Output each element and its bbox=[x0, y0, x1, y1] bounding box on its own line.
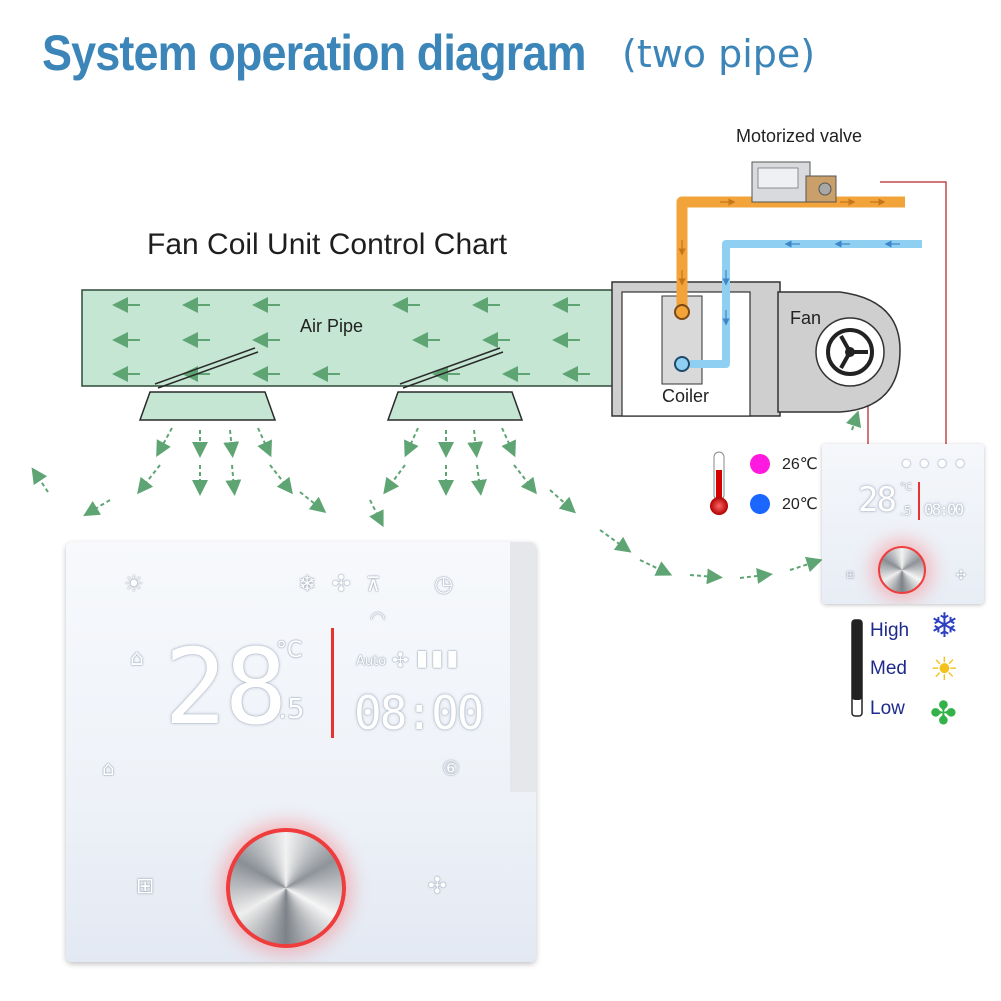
page-title: System operation diagram (two pipe) bbox=[42, 25, 815, 81]
air-pipe-label: Air Pipe bbox=[300, 316, 364, 336]
number-six-icon[interactable]: ⑥ bbox=[442, 756, 460, 780]
snowflake-icon: ❄ bbox=[930, 606, 959, 646]
home-icon[interactable]: ⌂ bbox=[130, 646, 144, 671]
dot-indicators-icon: ● ● ● ● bbox=[902, 458, 968, 469]
fan-speed-bar-icon bbox=[851, 619, 863, 717]
air-pipe bbox=[81, 289, 619, 387]
speed-high-label: High bbox=[870, 620, 910, 641]
temp-unit: °C bbox=[276, 638, 303, 663]
small-menu-icon[interactable]: ⊞ bbox=[846, 570, 855, 581]
thermostat-small: ● ● ● ● 28 °C .5 08:00 ⊞ ✣ bbox=[822, 444, 984, 604]
small-divider bbox=[918, 482, 920, 520]
speed-low-label: Low bbox=[870, 698, 905, 719]
fan-blade-icon: ✤ bbox=[930, 694, 957, 732]
cold-pipe-outlet bbox=[674, 356, 690, 372]
thermostat-main: ☀ ❄ ✣ ⊼ ◷ ◠ ⌂ 28 °C .5 Auto ✣ ▮▮▮ 08:00 … bbox=[66, 542, 536, 962]
wifi-icon: ◠ bbox=[370, 608, 386, 629]
chart-title-label: Fan Coil Unit Control Chart bbox=[147, 228, 508, 261]
hot-flow-arrows bbox=[678, 198, 886, 286]
small-control-knob[interactable] bbox=[878, 546, 926, 594]
hot-pipe-inlet bbox=[674, 304, 690, 320]
cold-temp-dot bbox=[750, 494, 770, 514]
title-main: System operation diagram bbox=[42, 25, 586, 81]
snowflake-mode-icon[interactable]: ❄ bbox=[298, 572, 317, 597]
motorized-valve bbox=[751, 161, 837, 203]
air-flow-arrows bbox=[112, 297, 590, 382]
small-fan-icon[interactable]: ✣ bbox=[956, 568, 967, 582]
thermometer-icon bbox=[710, 451, 728, 515]
small-time-display: 08:00 bbox=[924, 500, 964, 519]
mode-label: Auto bbox=[356, 654, 387, 669]
control-knob[interactable] bbox=[226, 828, 346, 948]
sun-mode-icon[interactable]: ☀ bbox=[124, 572, 144, 597]
fan-button-icon[interactable]: ✣ bbox=[428, 874, 447, 899]
cold-water-pipe bbox=[690, 240, 922, 368]
time-display: 08:00 bbox=[354, 686, 484, 740]
control-wire bbox=[880, 181, 947, 445]
speed-med-label: Med bbox=[870, 658, 907, 679]
display-divider bbox=[331, 628, 334, 738]
damper-right bbox=[386, 347, 524, 421]
fan-speed-bars: ▮▮▮ bbox=[416, 646, 462, 671]
cold-temp-label: 20℃ bbox=[782, 496, 818, 513]
motorized-valve-label: Motorized valve bbox=[736, 126, 863, 146]
temp-display: 28 bbox=[164, 626, 287, 748]
valve-mode-icon[interactable]: ⊼ bbox=[366, 572, 381, 596]
small-temp-display: 28 bbox=[858, 480, 897, 520]
sun-icon: ☀ bbox=[930, 650, 959, 688]
damper-left bbox=[138, 347, 277, 421]
house-heat-icon[interactable]: ⌂ bbox=[102, 756, 115, 780]
small-temp-decimal: .5 bbox=[900, 504, 912, 518]
display-fan-icon: ✣ bbox=[392, 648, 409, 672]
title-sub: (two pipe) bbox=[622, 32, 816, 76]
coiler-label: Coiler bbox=[662, 386, 710, 406]
fan-mode-icon[interactable]: ✣ bbox=[332, 572, 351, 597]
menu-grid-icon[interactable]: ⊞ bbox=[136, 874, 155, 899]
cold-flow-arrows bbox=[722, 240, 900, 326]
hot-temp-label: 26℃ bbox=[782, 456, 818, 473]
fan-label: Fan bbox=[790, 308, 822, 328]
small-temp-unit: °C bbox=[900, 482, 912, 493]
temp-decimal: .5 bbox=[278, 692, 305, 725]
clock-icon[interactable]: ◷ bbox=[434, 572, 454, 597]
hot-temp-dot bbox=[750, 454, 770, 474]
outlet-air-arrows bbox=[31, 410, 862, 585]
